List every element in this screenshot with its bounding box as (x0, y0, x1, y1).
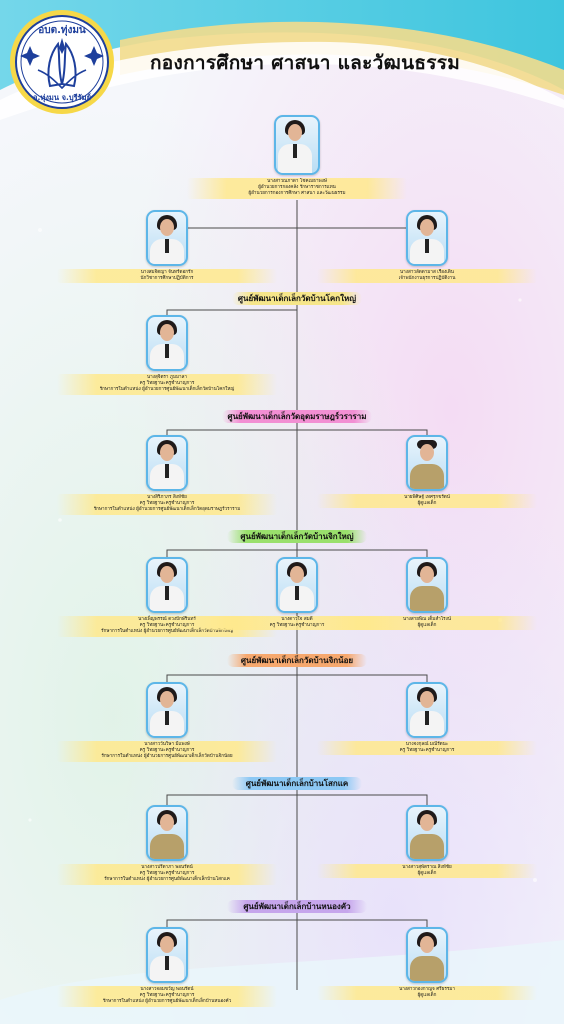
director-label: นางสาวณภาดา โชคเมธาพงษ์ ผู้อำนวยการกองคล… (187, 178, 407, 199)
s2-label-2: นายพิศิษฐ์ เทศรุกขรัตน์ ผู้ดูแลเด็ก (317, 494, 537, 509)
s4-card-1: นางสาววันวิษา มีแพงษ์ ครู วิทยฐานะครูชำน… (57, 682, 277, 762)
s4-label-2: นางจงกุลณ์ มณีรัตนะ ครู วิทยฐานะครูชำนาญ… (317, 741, 537, 756)
s3-photo-2 (276, 557, 318, 613)
staff-left-label: นางสมจิตญา จันทร์ดอกรัก นักวิชาการศึกษาป… (57, 269, 277, 284)
organization-seal-logo: อบต.ทุ่งมน อ.ทุ่งมน จ.บุรีรัมย์ (10, 10, 114, 114)
section-band-4: ศูนย์พัฒนาเด็กเล็กวัดบ้านจิกน้อย (227, 654, 367, 667)
s2-photo-1 (146, 435, 188, 491)
s3-label-3: นางสายพิณ เต็มสำโรงน์ ผู้ดูแลเด็ก (317, 616, 537, 631)
s4-card-2: นางจงกุลณ์ มณีรัตนะ ครู วิทยฐานะครูชำนาญ… (317, 682, 537, 756)
section-band-2: ศูนย์พัฒนาเด็กเล็กวัดอุดมราษฎร์วราราม (222, 410, 372, 423)
section-band-5: ศูนย์พัฒนาเด็กเล็กบ้านโสกแค (232, 777, 362, 790)
s1-photo-1 (146, 315, 188, 371)
s6-card-2: นางสาวกองกาญจ ศรีธรรมา ผู้ดูแลเด็ก (317, 927, 537, 1001)
director-photo (274, 115, 320, 175)
s6-card-1: นางสาวจอมขวัญ พอนรัตน์ ครู วิทยฐานะครูชำ… (57, 927, 277, 1007)
s2-photo-2 (406, 435, 448, 491)
staff-left-photo (146, 210, 188, 266)
s4-photo-2 (406, 682, 448, 738)
s4-photo-1 (146, 682, 188, 738)
s4-label-1: นางสาววันวิษา มีแพงษ์ ครู วิทยฐานะครูชำน… (57, 741, 277, 762)
s5-photo-2 (406, 805, 448, 861)
section-band-3: ศูนย์พัฒนาเด็กเล็กวัดบ้านจิกใหญ่ (227, 530, 367, 543)
staff-card-right: นางสาวลัดดามาส เรืองเดิน เจ้าพนักงานธุรก… (317, 210, 537, 284)
svg-text:อบต.ทุ่งมน: อบต.ทุ่งมน (38, 24, 86, 36)
section-band-6: ศูนย์พัฒนาเด็กเล็กบ้านหนองคัว (227, 900, 367, 913)
page-title: กองการศึกษา ศาสนา และวัฒนธรรม (150, 52, 461, 74)
s6-label-2: นางสาวกองกาญจ ศรีธรรมา ผู้ดูแลเด็ก (317, 986, 537, 1001)
director-card: นางสาวณภาดา โชคเมธาพงษ์ ผู้อำนวยการกองคล… (187, 115, 407, 199)
s5-photo-1 (146, 805, 188, 861)
connector-s4 (166, 674, 428, 685)
s3-card-3: นางสายพิณ เต็มสำโรงน์ ผู้ดูแลเด็ก (317, 557, 537, 631)
s6-photo-2 (406, 927, 448, 983)
s2-label-1: นางสิริภาภร สิงห์ชัย ครู วิทยฐานะครูชำนา… (57, 494, 277, 515)
staff-right-photo (406, 210, 448, 266)
staff-right-label: นางสาวลัดดามาส เรืองเดิน เจ้าพนักงานธุรก… (317, 269, 537, 284)
section-band-1: ศูนย์พัฒนาเด็กเล็กวัดบ้านโคกใหญ่ (232, 292, 362, 305)
staff-card-left: นางสมจิตญา จันทร์ดอกรัก นักวิชาการศึกษาป… (57, 210, 277, 284)
s5-label-2: นางสาวสุพัตราณ สิงห์ชัย ผู้ดูแลเด็ก (317, 864, 537, 879)
connector-s5 (166, 794, 428, 810)
s5-card-2: นางสาวสุพัตราณ สิงห์ชัย ผู้ดูแลเด็ก (317, 805, 537, 879)
s6-photo-1 (146, 927, 188, 983)
s3-card-1: นางเพ็ญพรรณ์ ดวงปักษ์รินทร์ ครู วิทยฐานะ… (57, 557, 277, 637)
s3-photo-3 (406, 557, 448, 613)
connector-s6 (166, 919, 428, 930)
s2-card-1: นางสิริภาภร สิงห์ชัย ครู วิทยฐานะครูชำนา… (57, 435, 277, 515)
svg-text:อ.ทุ่งมน จ.บุรีรัมย์: อ.ทุ่งมน จ.บุรีรัมย์ (33, 93, 91, 102)
s2-card-2: นายพิศิษฐ์ เทศรุกขรัตน์ ผู้ดูแลเด็ก (317, 435, 537, 509)
s3-photo-1 (146, 557, 188, 613)
s1-card-1: นางสุจิตรา ภูมมาลา ครู วิทยฐานะครูชำนาญก… (57, 315, 277, 395)
s1-label-1: นางสุจิตรา ภูมมาลา ครู วิทยฐานะครูชำนาญก… (57, 374, 277, 395)
s5-label-1: นางสาวปรีดาภา พอนรัตน์ ครู วิทยฐานะครูชำ… (57, 864, 277, 885)
connector-s3 (166, 549, 428, 560)
s6-label-1: นางสาวจอมขวัญ พอนรัตน์ ครู วิทยฐานะครูชำ… (57, 986, 277, 1007)
s5-card-1: นางสาวปรีดาภา พอนรัตน์ ครู วิทยฐานะครูชำ… (57, 805, 277, 885)
